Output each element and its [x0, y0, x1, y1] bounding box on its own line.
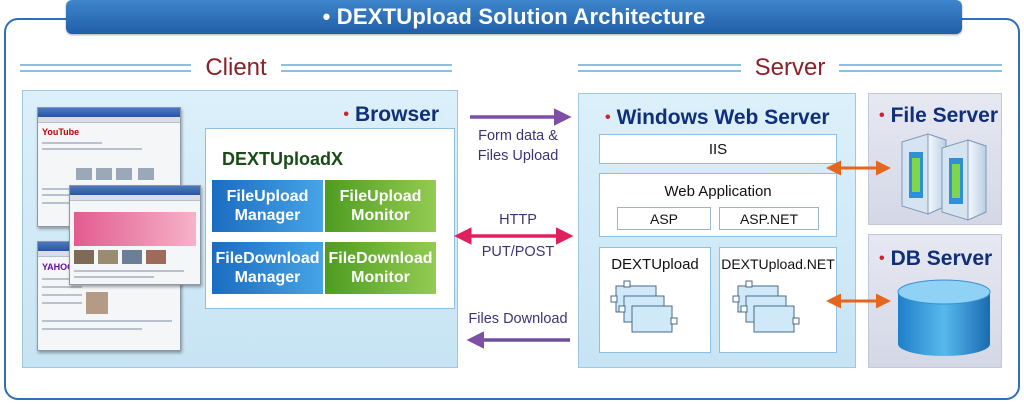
put-post-flow-label: PUT/POST	[481, 244, 555, 260]
heading-rule-right	[839, 64, 1002, 72]
asp-box: ASP	[617, 207, 711, 230]
bullet-icon: •	[879, 250, 885, 267]
dextupload-net-library-label: DEXTUpload.NET	[721, 256, 835, 272]
module-connector-icon	[610, 280, 678, 325]
db-server-title: •DB Server	[879, 247, 993, 270]
thumbnail-logo: YouTube	[42, 127, 80, 137]
fileupload-manager-tile: FileUpload Manager	[212, 180, 323, 232]
iis-label: IIS	[708, 141, 728, 158]
client-section-heading: Client	[20, 54, 453, 81]
web-server-title: •Windows Web Server	[605, 106, 830, 129]
http-flow-label: HTTP	[499, 212, 537, 228]
filedownload-monitor-tile: FileDownload Monitor	[325, 242, 436, 294]
fileupload-monitor-tile: FileUpload Monitor	[325, 180, 436, 232]
server-label: Server	[754, 54, 826, 81]
heading-rule-left	[578, 64, 741, 72]
upload-flow-label: Form data & Files Upload	[477, 128, 559, 164]
aspnet-box: ASP.NET	[719, 207, 819, 230]
bullet-icon: •	[343, 106, 349, 123]
module-stack-icon	[615, 285, 673, 333]
dextuploadx-title: DEXTUploadX	[222, 149, 344, 169]
heading-rule-right	[280, 64, 453, 72]
heading-rule-left	[20, 64, 192, 72]
download-flow-label: Files Download	[468, 311, 568, 327]
dextuploadx-component: DEXTUploadX FileUpload Manager FileUploa…	[205, 128, 455, 309]
thumbnail-logo: YAHOO!	[42, 262, 78, 272]
iis-box: IIS	[599, 134, 837, 164]
browser-screenshot-portal	[69, 185, 201, 285]
module-stack-icon	[737, 285, 795, 333]
database-cylinder-icon	[897, 279, 991, 356]
file-server-title: •File Server	[879, 104, 999, 127]
server-rack-icon	[901, 133, 987, 221]
dextupload-library-label: DEXTUpload	[611, 256, 699, 273]
client-label: Client	[205, 54, 267, 81]
server-section-heading: Server	[578, 54, 1002, 81]
filedownload-manager-tile: FileDownload Manager	[212, 242, 323, 294]
bullet-icon: •	[879, 107, 885, 124]
bullet-icon: •	[605, 109, 611, 126]
module-connector-icon	[732, 280, 800, 325]
web-application-title: Web Application	[664, 183, 772, 200]
browser-panel-title: •Browser	[343, 103, 439, 126]
diagram-title: • DEXTUpload Solution Architecture	[66, 0, 962, 34]
